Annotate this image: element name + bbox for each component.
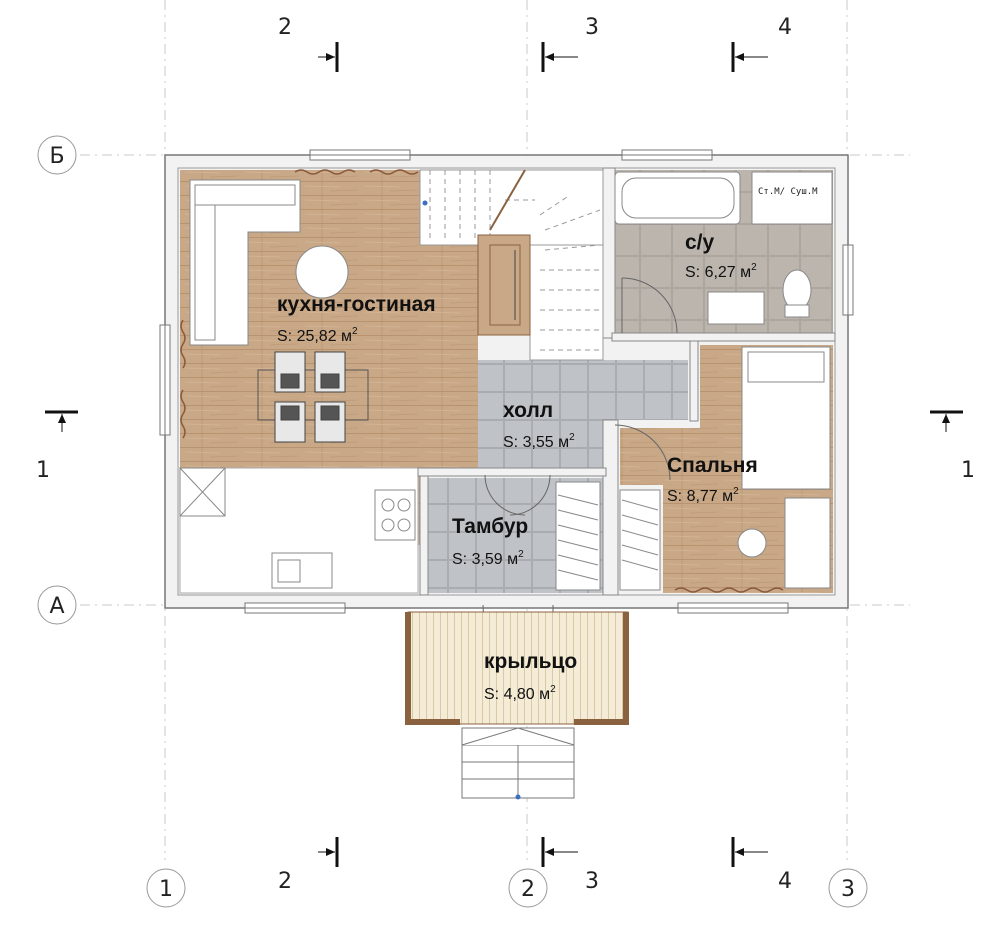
staircase [419,169,604,361]
room-area-hall: S: 3,55 м2 [503,432,575,451]
room-name-bathroom: с/у [685,231,715,254]
room-name-hall: холл [503,399,553,422]
room-name-kitchen-living: кухня-гостиная [277,293,436,316]
sofa [189,179,301,346]
axis-circle-a [37,585,77,625]
axis-circle-1 [146,868,186,908]
bedroom-furniture [555,346,831,591]
section-bottom-4: 4 [778,869,792,894]
bathroom-fixtures [614,171,833,325]
room-name-vestibule: Тамбур [452,515,528,538]
dining-set [257,351,369,443]
section-bottom-2: 2 [278,869,292,894]
room-area-porch: S: 4,80 м2 [484,684,556,703]
room-area-vestibule: S: 3,59 м2 [452,549,524,568]
stair-marker [422,200,428,206]
porch-railing [405,612,629,725]
section-markers-bottom [318,837,768,867]
section-bottom-3: 3 [585,869,599,894]
room-area-kitchen-living: S: 25,82 м2 [277,326,358,345]
section-top-3: 3 [585,15,599,40]
windows [159,149,854,614]
inner-wall-line [177,167,836,596]
section-markers-side [45,410,963,432]
axis-circle-3 [828,868,868,908]
section-markers-top [318,42,768,72]
axis-label-1: 1 [159,877,173,902]
round-table [295,245,349,299]
porch-steps [461,727,575,800]
axis-label-a: А [49,594,64,619]
axis-circle-b [37,135,77,175]
room-area-bathroom: S: 6,27 м2 [685,262,757,281]
hall-floor [478,360,688,470]
axis-label-3: 3 [841,877,855,902]
room-name-porch: крыльцо [484,650,577,673]
section-side-right: 1 [961,458,975,483]
interior-walls [417,167,836,596]
room-area-bedroom: S: 8,77 м2 [667,486,739,505]
porch-deck [407,611,629,725]
section-top-2: 2 [278,15,292,40]
axis-label-b: Б [49,144,64,169]
curtains [180,169,784,593]
axis-label-2: 2 [521,877,535,902]
section-top-4: 4 [778,15,792,40]
axis-circle-2 [508,868,548,908]
washer-dryer-label: Ст.М/ Суш.М [758,187,818,197]
kitchen-units [179,467,416,589]
room-name-bedroom: Спальня [667,454,758,477]
section-side-left: 1 [36,458,50,483]
